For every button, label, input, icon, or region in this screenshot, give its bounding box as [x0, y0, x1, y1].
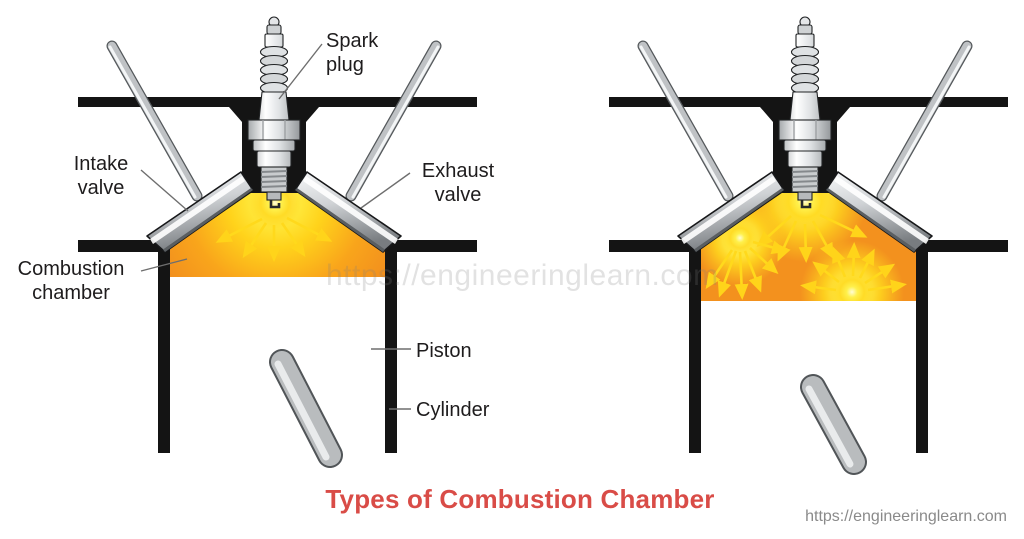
connecting-rod [269, 349, 343, 468]
left-engine-graphic [78, 15, 477, 468]
flame-arrows-left [215, 216, 333, 262]
flame-arrows-right [705, 213, 907, 300]
site-url: https://engineeringlearn.com [805, 508, 1007, 525]
connecting-rod [800, 374, 867, 475]
label-exhaust-valve: Exhaust valve [421, 160, 495, 206]
label-spark-plug: Spark plug [326, 30, 379, 76]
right-engine-graphic [609, 15, 1008, 475]
page-title: Types of Combustion Chamber [325, 484, 715, 514]
label-intake-valve: Intake valve [73, 153, 129, 199]
label-combustion-chamber: Combustion chamber [17, 258, 125, 304]
label-piston: Piston [416, 340, 472, 362]
watermark: https://engineeringlearn.com [326, 259, 719, 292]
label-cylinder: Cylinder [416, 399, 490, 421]
leader-lines [140, 43, 411, 410]
